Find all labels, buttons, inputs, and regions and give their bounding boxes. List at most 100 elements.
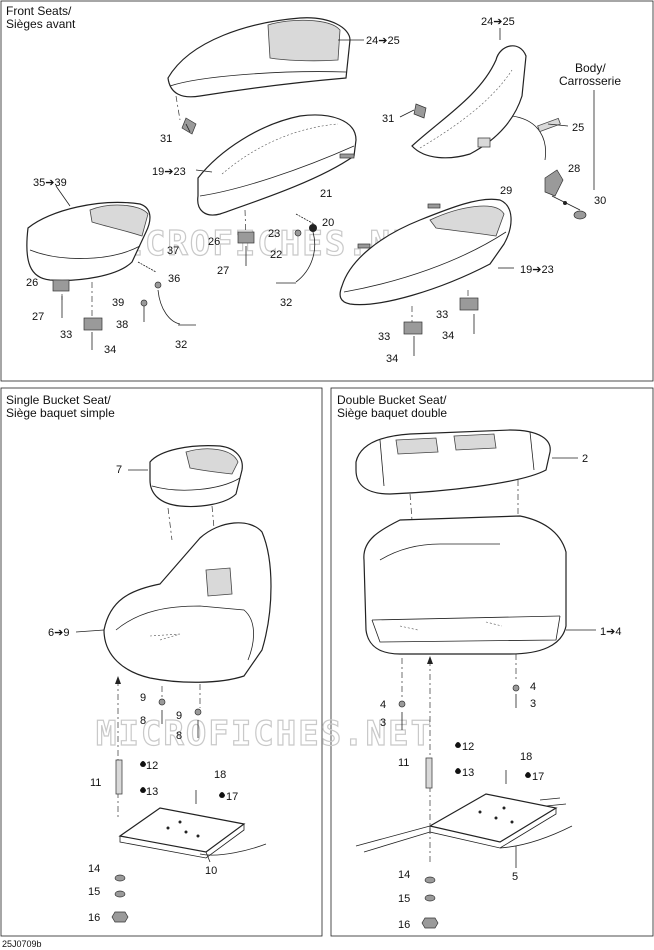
callout-f-33-a: 33	[60, 329, 72, 341]
loctite-drop-icon-d13	[455, 768, 461, 774]
single-title-line2: Siège baquet simple	[6, 406, 115, 420]
callout-f-36: 36	[168, 273, 180, 285]
clip-26-b	[237, 231, 255, 244]
callout-f-28: 28	[568, 163, 580, 175]
washer-4-b	[512, 684, 520, 692]
leader-19-23-a	[195, 169, 213, 173]
callout-f-33-b: 33	[436, 309, 448, 321]
washer-d-14	[424, 876, 436, 884]
body-label-line2: Carrosserie	[559, 74, 621, 88]
double-title-line2: Siège baquet double	[337, 406, 447, 420]
callout-f-23: 23	[268, 228, 280, 240]
front-cable-3	[157, 289, 181, 325]
front-left-cushion	[26, 201, 151, 281]
callout-f-24-25-a: 24➔25	[366, 35, 400, 47]
callout-f-31-a: 31	[160, 133, 172, 145]
washer-36	[154, 281, 162, 289]
callout-f-35-39: 35➔39	[33, 177, 67, 189]
nut-16	[111, 911, 129, 923]
loctite-drop-icon-d12	[455, 742, 461, 748]
loctite-drop-icon-s13	[140, 787, 146, 793]
leader-35-39	[55, 185, 71, 207]
callout-f-19-23-b: 19➔23	[520, 264, 554, 276]
single-arrow	[115, 676, 121, 684]
spring-21	[295, 213, 315, 225]
callout-f-32-a: 32	[175, 339, 187, 351]
callout-s-16: 16	[88, 912, 100, 924]
callout-d-4-a: 4	[380, 699, 386, 711]
washer-9-b	[194, 708, 202, 716]
leader-25	[547, 123, 569, 127]
spring-37	[137, 261, 157, 273]
callout-d-14: 14	[398, 869, 410, 881]
body-label-line1: Body/	[575, 61, 606, 75]
leader-31-a	[185, 123, 191, 133]
callout-f-26-a: 26	[26, 277, 38, 289]
callout-d-18: 18	[520, 751, 532, 763]
double-leader-dash-1	[409, 493, 413, 521]
callout-s-17: 17	[226, 791, 238, 803]
single-leader-dash-1	[167, 507, 173, 541]
washer-d-15	[424, 894, 436, 902]
callout-d-3-b: 3	[530, 698, 536, 710]
screw-31-a	[181, 117, 197, 135]
callout-d-11: 11	[398, 757, 409, 769]
double-bucket-seat	[363, 515, 567, 655]
callout-f-34-a: 34	[104, 344, 116, 356]
callout-d-12: 12	[462, 741, 474, 753]
front-center-cushion	[197, 114, 357, 216]
screw-31-b	[413, 103, 427, 119]
leader-6-9	[75, 629, 105, 633]
clip-33-b	[459, 297, 479, 311]
callout-s-9-a: 9	[140, 692, 146, 704]
callout-f-21: 21	[320, 188, 332, 200]
washer-15	[114, 890, 126, 898]
callout-s-6-9: 6➔9	[48, 627, 69, 639]
callout-s-18: 18	[214, 769, 226, 781]
callout-f-25: 25	[572, 122, 584, 134]
double-bucket-frame	[330, 387, 654, 937]
nut-d-16	[421, 917, 439, 929]
knob-20	[309, 224, 317, 232]
front-backrest-frame	[411, 45, 527, 159]
double-arrow	[427, 656, 433, 664]
single-headrest	[149, 445, 243, 508]
callout-s-7: 7	[116, 464, 122, 476]
clip-33-c	[403, 321, 423, 335]
callout-f-30: 30	[594, 195, 606, 207]
callout-s-8-a: 8	[140, 715, 146, 727]
loctite-drop-icon-s17	[219, 792, 225, 798]
washer-39	[140, 299, 148, 307]
front-leader-dash-2	[244, 209, 247, 241]
callout-f-26-b: 26	[208, 236, 220, 248]
doc-code: 25J0709b	[2, 939, 42, 949]
leader-31-b	[399, 109, 415, 118]
callout-d-17: 17	[532, 771, 544, 783]
callout-s-10: 10	[205, 865, 217, 877]
callout-f-19-23-a: 19➔23	[152, 166, 186, 178]
double-headrest	[355, 429, 551, 495]
callout-s-13: 13	[146, 786, 158, 798]
washer-14	[114, 874, 126, 882]
front-cable-2	[295, 231, 316, 283]
callout-f-34-b: 34	[442, 330, 454, 342]
loctite-drop-icon-d17	[525, 772, 531, 778]
callout-s-15: 15	[88, 886, 100, 898]
bar-25	[537, 117, 561, 133]
single-title-line1: Single Bucket Seat/	[6, 393, 111, 407]
callout-d-4-b: 4	[530, 681, 536, 693]
callout-d-3-a: 3	[380, 717, 386, 729]
double-title-line1: Double Bucket Seat/	[337, 393, 447, 407]
callout-s-9-b: 9	[176, 710, 182, 722]
callout-f-29: 29	[500, 185, 512, 197]
single-base-plate	[118, 807, 267, 859]
stud-d-11	[425, 757, 433, 789]
front-title-line2: Sièges avant	[6, 17, 76, 31]
callout-f-32-b: 32	[280, 297, 292, 309]
callout-s-14: 14	[88, 863, 100, 875]
clip-33-a	[83, 317, 103, 331]
callout-f-33-c: 33	[378, 331, 390, 343]
loctite-drop-icon-s12	[140, 761, 146, 767]
washer-23	[294, 229, 302, 237]
